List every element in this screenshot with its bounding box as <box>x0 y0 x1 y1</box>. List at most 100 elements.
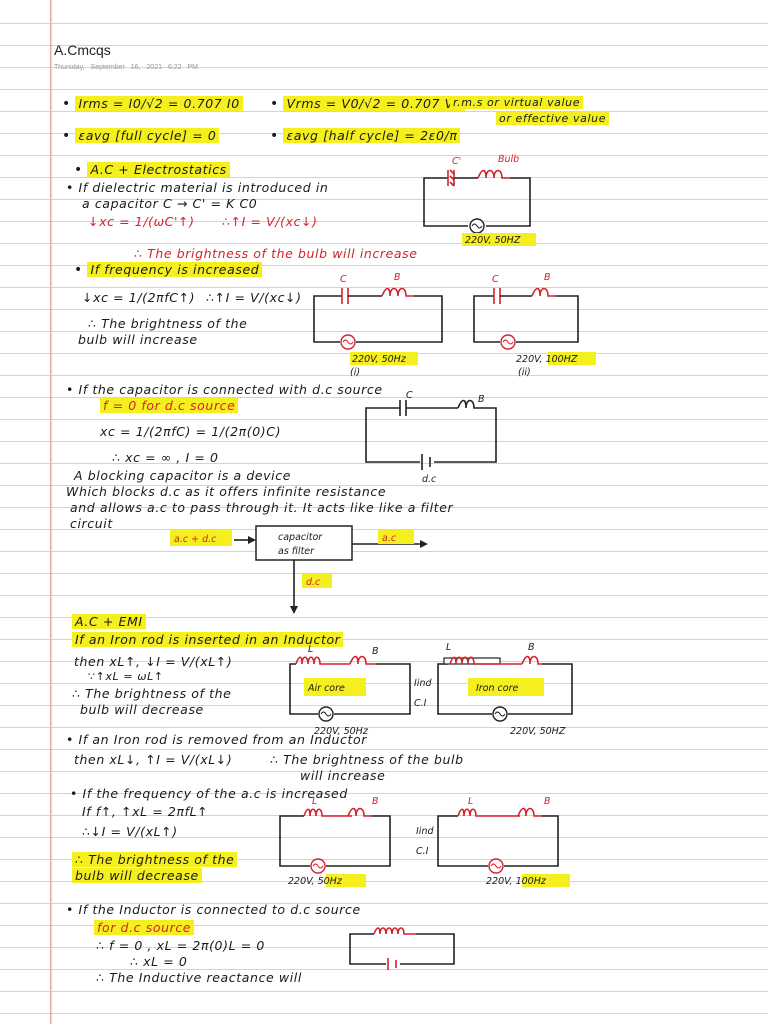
label-ci: C.I <box>416 846 429 857</box>
bulb-icon <box>381 287 414 297</box>
sec4-highlight: If an Iron rod is inserted in an Inducto… <box>72 632 344 647</box>
label-b: B <box>544 796 551 807</box>
label-l: L <box>446 642 451 653</box>
label-c: C <box>492 274 499 285</box>
inductor-icon <box>303 808 352 817</box>
sec2-heading: • If frequency is increased <box>74 262 263 278</box>
sec7-highlight: for d.c source <box>94 920 195 935</box>
bulb-icon <box>517 807 542 817</box>
sec6-l2: If f↑, ↑xL = 2πfL↑ <box>82 804 209 819</box>
label-source-100hz: 220V, 100HZ <box>516 354 578 365</box>
label-c: C <box>406 390 413 401</box>
label-case-i: (i) <box>350 367 360 378</box>
rms-note: r.m.s or virtual value <box>450 96 584 109</box>
sec1-line1: • If dielectric material is introduced i… <box>66 180 329 195</box>
sec2-line1: ∴ The brightness of the <box>88 316 248 331</box>
label-b: B <box>394 272 401 283</box>
label-iind: Iind <box>416 826 434 837</box>
inductor-icon <box>457 808 520 817</box>
sec1-line2: a capacitor C → C' = K C0 <box>82 196 258 211</box>
sec7-l3: ∴ xL = 0 <box>130 954 188 969</box>
label-iind: Iind <box>414 678 432 689</box>
sec3-p2: Which blocks d.c as it offers infinite r… <box>66 484 387 499</box>
sec1-conclusion: ∴ The brightness of the bulb will increa… <box>134 246 418 261</box>
label-l: L <box>468 796 473 807</box>
page-date: Thursday, September 16, 2021 <box>54 64 162 71</box>
sec6-l1: • If the frequency of the a.c is increas… <box>70 786 348 801</box>
label-b: B <box>372 796 379 807</box>
sec2-xc: ↓xc = 1/(2πfC↑) <box>82 290 196 305</box>
circuit-iron-core: Iron core Iind C.I L B 220V, 50HZ <box>414 642 573 737</box>
sec1-heading: • A.C + Electrostatics <box>74 162 230 178</box>
sec3-p4: circuit <box>70 516 113 531</box>
label-c-prime: C' <box>452 156 461 167</box>
page-title: A.Cmcqs <box>54 42 111 58</box>
page-time: 6:22 PM <box>167 64 199 71</box>
bulb-icon <box>531 287 556 297</box>
inductor-icon <box>295 656 350 665</box>
label-source-100hz: 220V, 100Hz <box>486 876 547 887</box>
label-capacitor: capacitor <box>278 532 323 543</box>
sec3-result: ∴ xc = ∞ , I = 0 <box>112 450 219 465</box>
label-ac-dc: a.c + d.c <box>174 534 217 545</box>
sec1-current: ∴↑I = V/(xc↓) <box>222 214 318 229</box>
sec4-l1: then xL↑, ↓I = V/(xL↑) <box>74 654 233 669</box>
arrow-icon <box>420 540 428 548</box>
circuit-dc-capacitor: C B d.c <box>365 390 497 485</box>
circuit-air-core: Air core L B 220V, 50Hz <box>289 644 411 737</box>
label-source-50hz: 220V, 50Hz <box>288 876 343 887</box>
label-bulb: Bulb <box>498 154 519 165</box>
label-dc: d.c <box>422 474 437 485</box>
sec7-l1: • If the Inductor is connected to d.c so… <box>66 902 361 917</box>
label-l: L <box>308 644 313 655</box>
inductor-icon <box>449 656 522 665</box>
label-air-core: Air core <box>307 683 345 694</box>
sec6-hl1: ∴ The brightness of the <box>72 852 238 867</box>
circuit-inductor-50hz: L B 220V, 50Hz <box>279 796 391 887</box>
formula-eavg-full: • εavg [full cycle] = 0 <box>62 128 220 144</box>
sec3-highlight: f = 0 for d.c source <box>100 398 239 413</box>
sec3-p3: and allows a.c to pass through it. It ac… <box>70 500 454 515</box>
label-b: B <box>372 646 379 657</box>
sec7-l2: ∴ f = 0 , xL = 2π(0)L = 0 <box>96 938 265 953</box>
bulb-icon <box>349 655 376 665</box>
label-c: C <box>340 274 347 285</box>
sec3-xc: xc = 1/(2πfC) = 1/(2π(0)C) <box>100 424 282 439</box>
formula-irms: • Irms = I0/√2 = 0.707 I0 <box>62 96 243 112</box>
sec6-l3: ∴↓I = V/(xL↑) <box>82 824 178 839</box>
sec5-l2: then xL↓, ↑I = V/(xL↓) <box>74 752 233 767</box>
sec4-heading: A.C + EMI <box>72 614 146 629</box>
sec2-current: ∴↑I = V/(xc↓) <box>206 290 302 305</box>
filter-diagram: a.c + d.c capacitor as filter a.c d.c <box>170 525 428 614</box>
label-source: 220V, 50Hz <box>314 726 369 737</box>
label-b: B <box>544 272 551 283</box>
sec3-line1: • If the capacitor is connected with d.c… <box>66 382 383 397</box>
label-b: B <box>528 642 535 653</box>
arrow-icon <box>248 536 256 544</box>
sec5-l3: ∴ The brightness of the bulb <box>270 752 464 767</box>
label-source: 220V, 50HZ <box>510 726 566 737</box>
formula-eavg-half: • εavg [half cycle] = 2ε0/π <box>270 128 461 144</box>
label-source-50hz: 220V, 50Hz <box>352 354 407 365</box>
sec4-l4: bulb will decrease <box>80 702 204 717</box>
sec4-l2: ∵↑xL = ωL↑ <box>88 670 164 683</box>
capacitor-filter-box <box>255 525 353 561</box>
sec1-xc: ↓xc = 1/(ωC'↑) <box>88 214 195 229</box>
label-source-50hz: 220V, 50HZ <box>465 235 521 246</box>
sec5-l4: will increase <box>300 768 386 783</box>
label-dc-out: d.c <box>306 577 321 588</box>
sec5-l1: • If an Iron rod is removed from an Indu… <box>66 732 367 747</box>
sec2-line2: bulb will increase <box>78 332 198 347</box>
circuit-dielectric: C' Bulb 220V, 50HZ <box>423 154 536 246</box>
sec6-hl2: bulb will decrease <box>72 868 202 883</box>
arrow-down-icon <box>290 606 298 614</box>
bulb-icon <box>347 807 372 817</box>
label-ac-out: a.c <box>382 533 397 544</box>
label-l: L <box>312 796 317 807</box>
sec4-l3: ∴ The brightness of the <box>72 686 232 701</box>
label-ci: C.I <box>414 698 427 709</box>
bulb-icon <box>457 399 482 409</box>
label-case-ii: (ii) <box>518 367 531 378</box>
bulb-icon <box>477 169 510 179</box>
rms-note-2: or effective value <box>496 112 610 125</box>
